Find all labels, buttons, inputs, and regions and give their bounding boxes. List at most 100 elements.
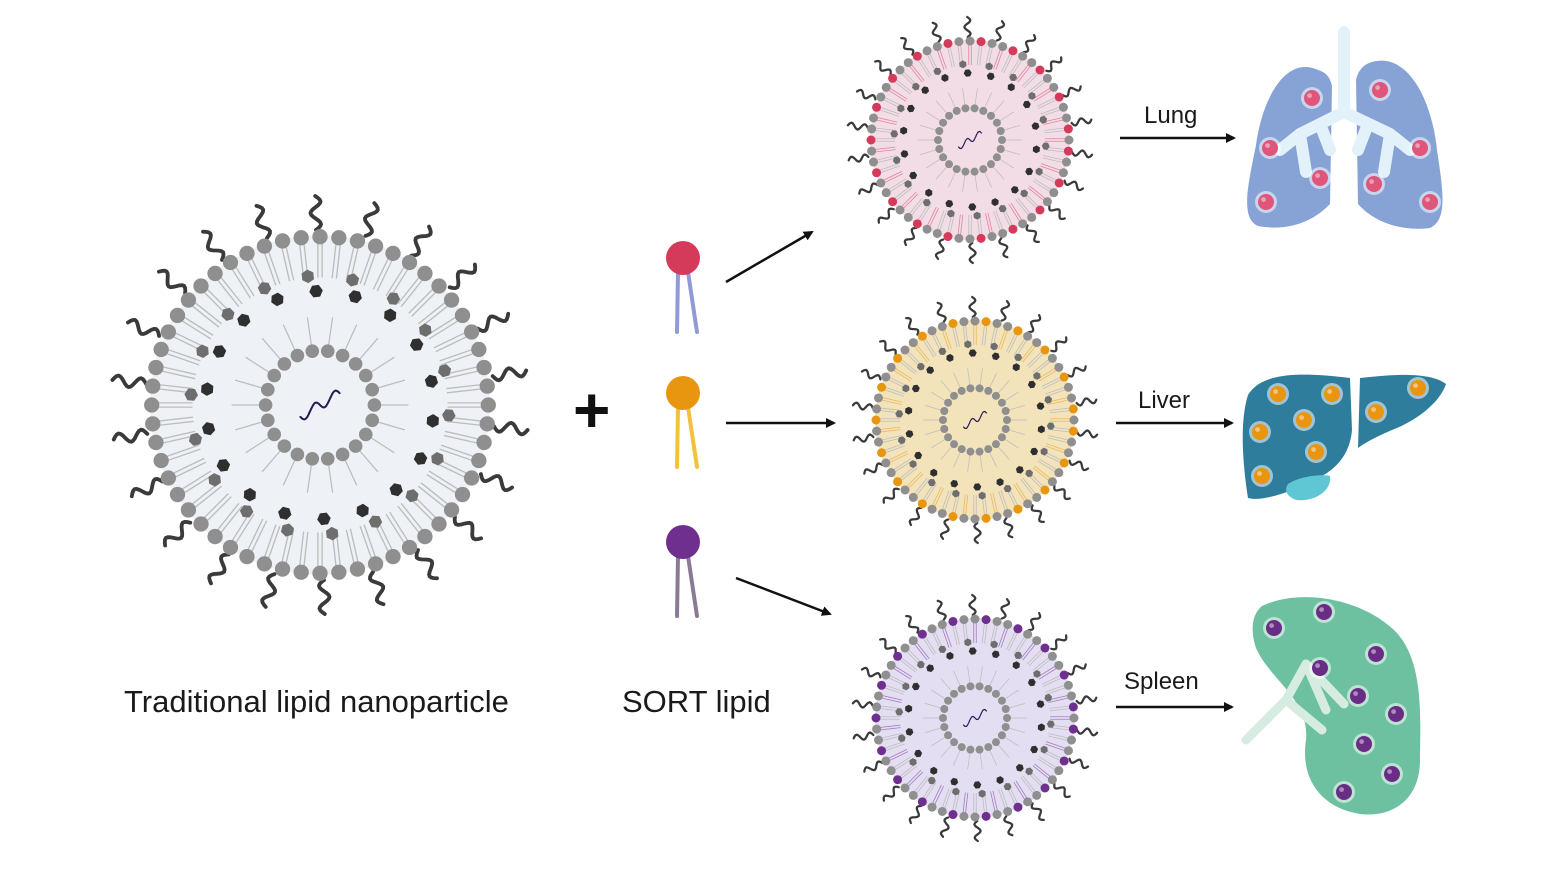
inner-lipid-tail xyxy=(1005,439,1019,449)
lipid-tail xyxy=(180,470,212,491)
lipid-head xyxy=(144,397,160,413)
cholesterol-hexagon xyxy=(959,60,967,69)
lung-diagram xyxy=(1247,26,1443,229)
cholesterol-hexagon xyxy=(941,73,949,82)
peg-chain xyxy=(207,552,231,586)
lipid-tail xyxy=(1040,106,1061,115)
lipid-head xyxy=(868,157,878,167)
lipid-head xyxy=(479,378,495,394)
lipid-head xyxy=(480,397,496,413)
sort-lipid-head xyxy=(948,616,958,626)
lipid-head xyxy=(293,564,309,580)
peg-chain xyxy=(855,88,877,101)
sort-lipid-head xyxy=(1040,345,1050,355)
inner-lipid-head xyxy=(950,391,959,400)
liver-sort-lnp xyxy=(851,295,1099,545)
lipid-tail xyxy=(876,117,898,123)
cholesterol-hexagon xyxy=(952,787,960,796)
lipid-tail xyxy=(1042,379,1063,389)
lipid-head xyxy=(959,615,969,625)
lipid-tail xyxy=(1046,687,1067,695)
spleen-sort-lnp xyxy=(851,593,1099,843)
lipid-tail xyxy=(919,203,932,223)
lipid-tail xyxy=(944,789,952,810)
lipid-tail xyxy=(439,448,474,462)
lipid-tail xyxy=(335,242,342,279)
inner-lipid-head xyxy=(957,445,966,454)
sort-lipid-head xyxy=(666,525,700,559)
lipid-head xyxy=(1069,713,1079,723)
sort-lipid-tail xyxy=(686,270,699,334)
lipid-tail xyxy=(888,453,909,464)
lipid-tail xyxy=(1036,173,1057,184)
lipid-tail xyxy=(939,48,947,69)
lipid-head xyxy=(1027,58,1037,68)
mrna-strand xyxy=(962,708,988,728)
particle-dot xyxy=(1305,441,1327,463)
inner-lipid-tail xyxy=(993,100,1005,114)
lipid-tail xyxy=(1034,360,1052,375)
inner-lipid-head xyxy=(277,439,292,453)
lipid-tail xyxy=(985,213,991,234)
lipid-tail xyxy=(1046,741,1067,749)
lipid-head xyxy=(1047,477,1057,487)
lipid-tail xyxy=(173,331,207,349)
lipid-tail xyxy=(888,376,909,387)
lipid-head xyxy=(872,426,882,436)
peg-chain xyxy=(973,521,982,545)
lipid-tail xyxy=(993,48,1001,69)
lipid-tail xyxy=(944,491,952,512)
sort-lipid-head xyxy=(866,135,876,145)
lipid-tail xyxy=(900,656,918,671)
cholesterol-hexagon xyxy=(900,150,909,158)
lipid-head xyxy=(1047,651,1057,661)
lipid-tail xyxy=(990,326,996,347)
lipid-tail xyxy=(420,304,450,328)
sort-lipid-head xyxy=(948,810,958,820)
lipid-head xyxy=(908,338,918,348)
inner-lipid-head xyxy=(367,398,382,412)
lung-label: Lung xyxy=(1144,102,1198,129)
lipid-tail xyxy=(905,471,922,488)
lipid-head xyxy=(876,178,886,188)
sort-lipid-head xyxy=(877,448,887,458)
lipid-tail xyxy=(1015,63,1030,81)
traditional-lnp-caption: Traditional lipid nanoparticle xyxy=(124,684,509,719)
traditional-lnp xyxy=(110,194,530,616)
cholesterol-hexagon xyxy=(271,292,284,307)
inner-lipid-tail xyxy=(998,380,1010,394)
cholesterol-hexagon xyxy=(278,506,292,520)
lipid-head xyxy=(873,393,883,403)
inner-lipid-tail xyxy=(371,437,395,454)
sort-lipid-head xyxy=(1059,670,1069,680)
lipid-tail xyxy=(908,197,923,215)
cholesterol-hexagon xyxy=(925,188,933,197)
cholesterol-hexagon xyxy=(947,209,955,218)
lipid-tail xyxy=(359,250,373,285)
particle-dot xyxy=(1321,383,1343,405)
lipid-tail xyxy=(952,326,958,348)
lipid-head xyxy=(256,556,273,572)
cholesterol-hexagon xyxy=(909,758,917,766)
particle-dot xyxy=(1333,781,1355,803)
sort-lipid-tail xyxy=(675,405,680,469)
sort-lipid-tail xyxy=(675,270,680,334)
lipid-tail xyxy=(895,187,913,202)
particle-dot xyxy=(1293,409,1315,431)
cholesterol-hexagon xyxy=(911,682,920,691)
peg-chain xyxy=(1027,313,1042,334)
lipid-tail xyxy=(962,792,966,814)
lipid-head xyxy=(153,452,169,469)
lipid-tail xyxy=(934,785,944,806)
peg-chain xyxy=(1030,504,1045,524)
lipid-tail xyxy=(990,624,996,645)
peg-chain xyxy=(852,433,875,443)
inner-lipid-tail xyxy=(935,166,947,180)
lipid-tail xyxy=(166,348,201,362)
lipid-tail xyxy=(926,206,937,227)
lipid-head xyxy=(1058,168,1068,178)
cholesterol-hexagon xyxy=(895,410,904,418)
inner-lipid-head xyxy=(365,382,379,397)
particle-dot xyxy=(1363,173,1385,195)
